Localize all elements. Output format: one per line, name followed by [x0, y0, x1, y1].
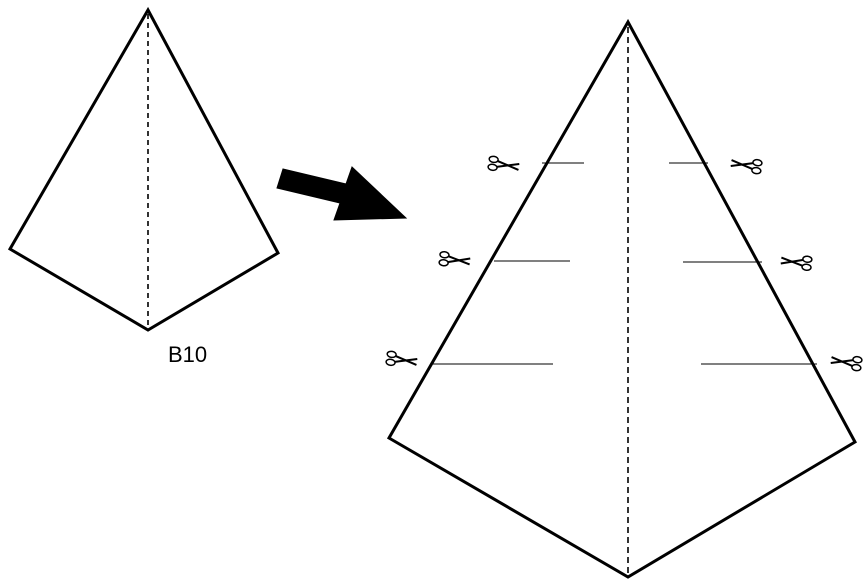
arrow-icon	[276, 166, 408, 221]
figure-label: B10	[168, 342, 207, 367]
scissors-icon	[486, 154, 521, 175]
scissors-icon	[829, 352, 864, 373]
small-kite-shape	[7, 6, 281, 332]
scissors-icon	[437, 250, 472, 270]
scissors-icon	[384, 349, 419, 370]
large-kite-shape	[386, 18, 858, 579]
scissors-icon	[779, 252, 814, 272]
small-kite-outline	[7, 6, 281, 332]
large-kite-outline	[386, 18, 858, 579]
scissors-icon	[729, 155, 764, 176]
